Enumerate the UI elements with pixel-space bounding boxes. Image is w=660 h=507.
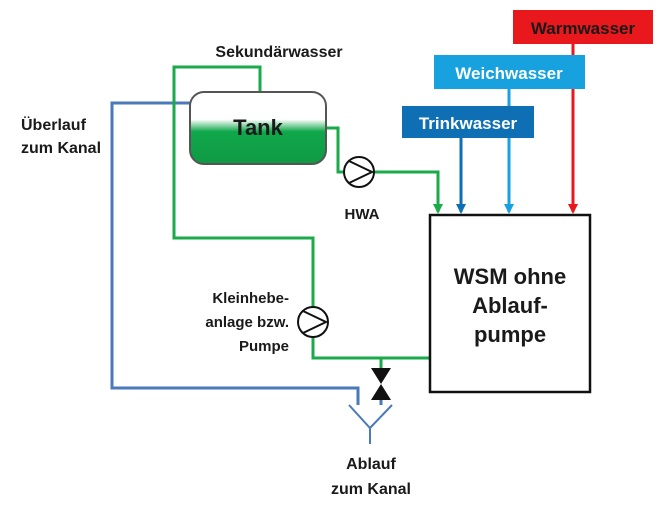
trinkwasser-label: Trinkwasser [419, 114, 518, 133]
pump-outlet-pipe [311, 336, 430, 360]
ueberlauf-label-2: zum Kanal [21, 140, 101, 157]
weichwasser-label: Weichwasser [455, 64, 563, 83]
hwa-outlet-pipe [374, 170, 443, 214]
hwa-label: HWA [345, 206, 380, 223]
tank-outlet-pipe [326, 126, 344, 174]
ueberlauf-label-1: Überlauf [21, 115, 87, 134]
lift-pump-icon [297, 306, 329, 338]
valve-icon [371, 368, 391, 400]
ablauf-label-1: Ablauf [346, 456, 396, 473]
wsm-box [428, 213, 592, 394]
warmwasser-box [513, 10, 653, 44]
wsm-label-2: Ablauf- [472, 293, 548, 318]
ablauf-label-2: zum Kanal [331, 481, 411, 498]
warmwasser-label: Warmwasser [531, 19, 636, 38]
weichwasser-box [434, 55, 585, 89]
wsm-label-1: WSM ohne [454, 264, 566, 289]
secondary-water-pipe [172, 65, 315, 308]
kleinhebe-label-2: anlage bzw. [205, 314, 289, 331]
hwa-pump-icon [343, 156, 375, 188]
trinkwasser-box [402, 106, 534, 138]
tank [189, 91, 327, 165]
kleinhebe-label-3: Pumpe [239, 338, 289, 355]
kleinhebe-label-1: Kleinhebe- [212, 290, 289, 307]
tank-label: Tank [233, 115, 283, 140]
sekundaerwasser-label: Sekundärwasser [215, 44, 342, 61]
drain-funnel-icon [348, 404, 393, 444]
wsm-label-3: pumpe [474, 322, 546, 347]
overflow-pipe [110, 101, 360, 405]
